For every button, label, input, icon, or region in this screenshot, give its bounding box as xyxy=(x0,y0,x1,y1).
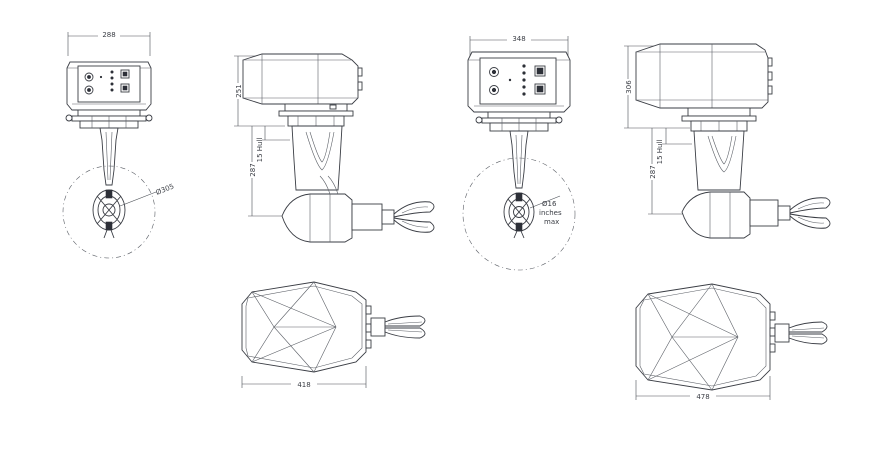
side-view-small: 251 15 Hull 287 xyxy=(232,53,435,243)
front-large-prop-circle xyxy=(462,157,576,271)
front-large-circle-label-2: inches xyxy=(539,209,562,217)
top-view-large: 478 xyxy=(635,283,828,401)
front-small-prop-circle xyxy=(62,165,156,259)
front-small-circle-label: Ø305 xyxy=(155,182,175,196)
top-large-length-label: 478 xyxy=(696,393,709,401)
front-small-control-panel xyxy=(77,65,141,103)
front-view-large: 348 xyxy=(462,33,576,271)
side-view-large: 306 15 Hull 287 xyxy=(622,43,831,239)
top-small-length-label: 418 xyxy=(297,381,310,389)
front-large-circle-label-1: Ø16 xyxy=(542,200,557,208)
side-large-hull-label: 15 Hull xyxy=(656,140,664,165)
side-small-motor-pod xyxy=(281,193,353,243)
side-small-shaft-label: 287 xyxy=(249,163,257,176)
side-large-shaft-label: 287 xyxy=(649,165,657,178)
side-small-height-label: 251 xyxy=(235,84,243,97)
side-small-hull-label: 15 Hull xyxy=(256,138,264,163)
side-large-height-label: 306 xyxy=(625,80,633,94)
side-large-housing xyxy=(635,43,769,109)
front-small-width-label: 288 xyxy=(102,31,115,39)
front-view-small: 288 xyxy=(62,29,175,259)
side-large-motor-pod xyxy=(681,191,751,239)
top-view-small: 418 xyxy=(241,281,426,389)
front-large-circle-label-3: max xyxy=(544,218,559,226)
front-large-width-label: 348 xyxy=(512,35,525,43)
side-small-housing xyxy=(242,53,359,105)
front-large-control-panel xyxy=(479,57,557,105)
